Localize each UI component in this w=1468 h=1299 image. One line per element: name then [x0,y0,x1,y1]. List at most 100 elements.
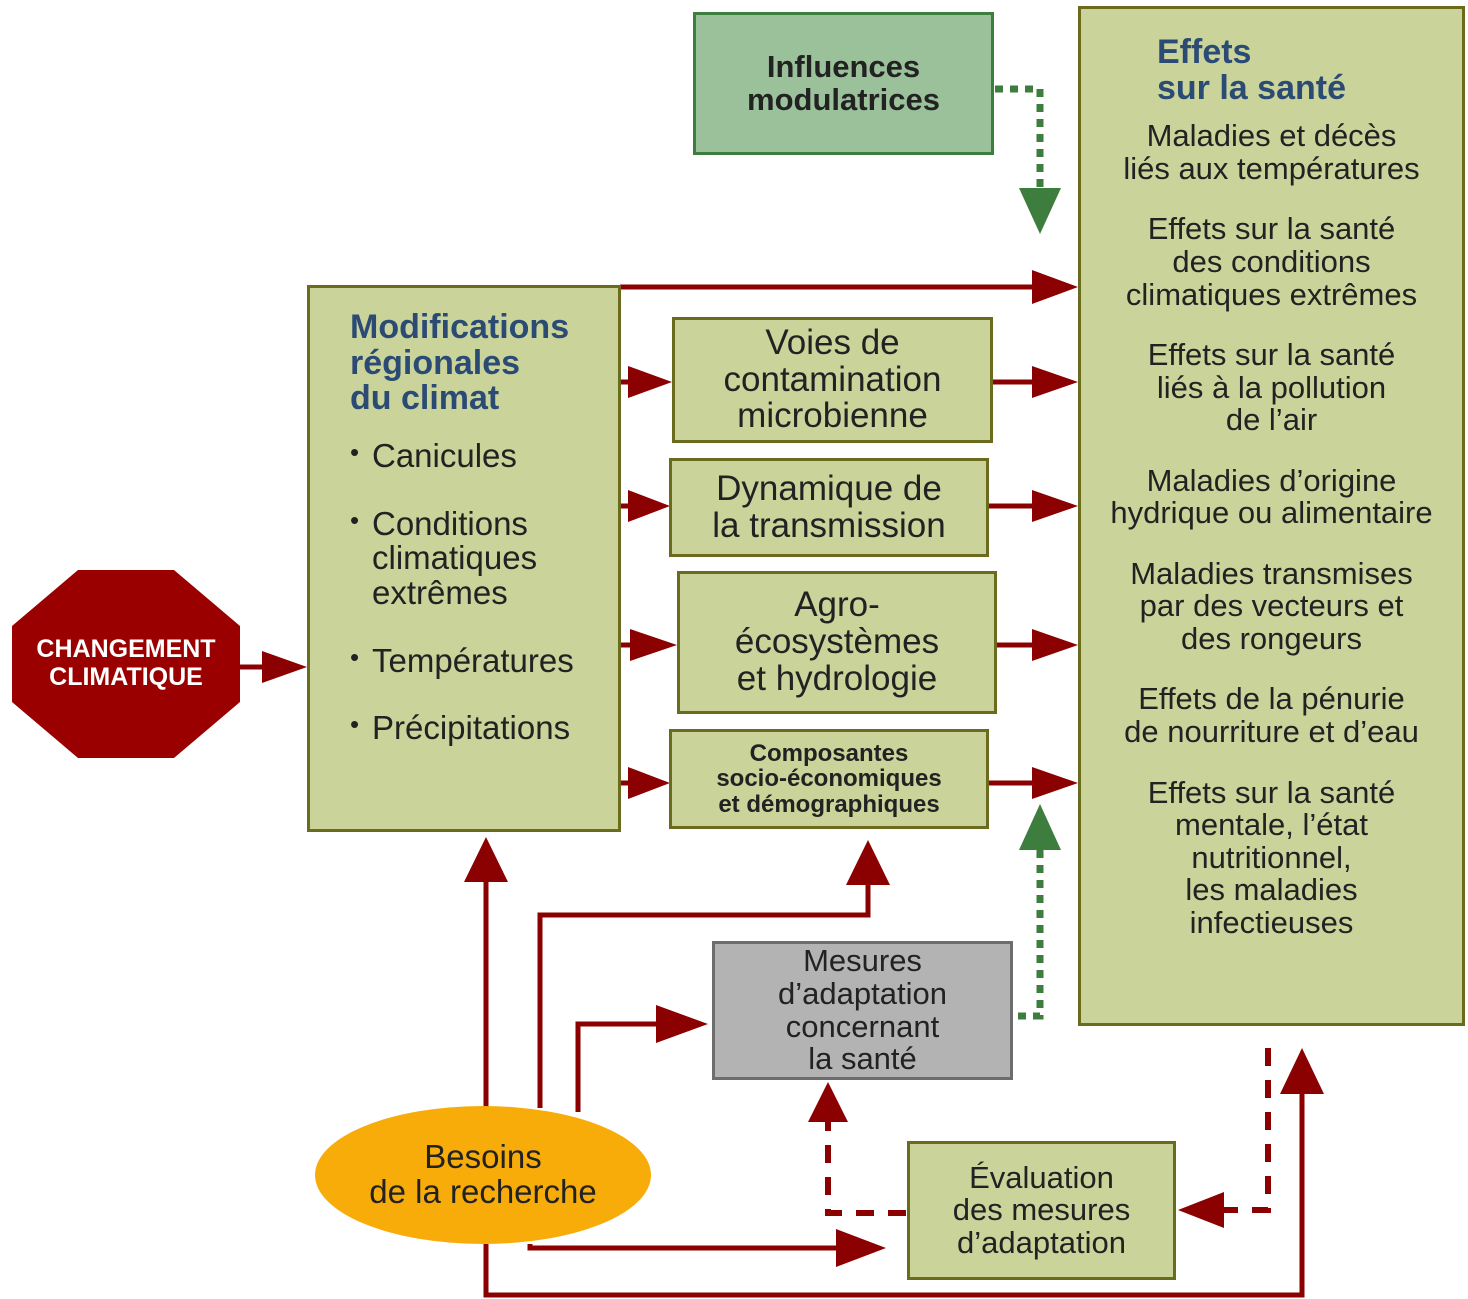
regional-climate-box: Modifications régionales du climat Canic… [307,285,621,832]
dashed-arrowhead-mesures [808,1082,848,1122]
effet-line: mentale, l’état [1175,807,1368,843]
arrow-regional-to-dynamique [628,490,670,522]
effets-title-line: sur la santé [1157,68,1346,107]
effets-title: Effets sur la santé [1157,33,1346,107]
dynamique-transmission-box: Dynamique de la transmission [669,458,989,557]
effet-line: des rongeurs [1181,620,1362,656]
evaluation-line: Évaluation [969,1159,1114,1195]
effet-line: liés aux températures [1123,150,1420,186]
effet-item: Maladies transmises par des vecteurs et … [1110,555,1432,656]
effets-title-line: Effets [1157,33,1252,71]
bullet-temperatures: Températures [350,641,574,679]
mesures-adaptation-box: Mesures d’adaptation concernant la santé [712,941,1013,1080]
influences-box: Influences modulatrices [693,12,994,155]
besoins-line: de la recherche [369,1173,597,1210]
dynamique-line: la transmission [712,505,946,545]
effet-line: liés à la pollution [1156,369,1387,405]
effet-line: Maladies d’origine [1146,462,1397,498]
evaluation-line: des mesures [952,1192,1131,1228]
evaluation-line: d’adaptation [957,1224,1126,1260]
effet-line: par des vecteurs et [1139,588,1404,624]
arrow-dynamique-to-effets [1032,490,1078,522]
green-arrowhead-down [1019,188,1061,234]
changement-climatique-label: CHANGEMENT CLIMATIQUE [12,635,240,691]
effet-line: hydrique ou alimentaire [1110,495,1433,531]
effet-line: Effets sur la santé [1147,337,1396,373]
effet-line: Effets sur la santé [1147,774,1396,810]
bullet-conditions: Conditions climatiques extrêmes [350,504,574,611]
arrow-regional-to-agro [630,629,677,661]
composantes-line: et démographiques [718,790,940,818]
effet-item: Effets de la pénurie de nourriture et d’… [1110,683,1432,748]
dashed-arrowhead-evaluation [1178,1192,1224,1228]
agro-ecosystemes-box: Agro- écosystèmes et hydrologie [677,571,997,714]
changement-line: CHANGEMENT [36,635,216,663]
influences-line: Influences [766,48,921,84]
bullet-line: Conditions [372,504,528,542]
arrow-regional-to-voies [628,366,672,398]
regional-title: Modifications régionales du climat [350,308,570,418]
regional-title-line: régionales [350,343,521,382]
dashed-evaluation-to-mesures [825,1120,906,1216]
agro-line: et hydrologie [736,658,938,698]
bullet-line: climatiques [372,539,538,577]
mesures-line: concernant [785,1008,940,1044]
changement-line: CLIMATIQUE [49,662,203,691]
green-arrowhead-up [1019,804,1061,850]
dotted-mesures-to-composantes [1018,850,1044,1020]
agro-line: écosystèmes [734,622,940,662]
besoins-line: Besoins [424,1138,542,1176]
stop-sign-icon [12,570,240,758]
voies-line: Voies de [765,322,900,362]
arrow-agro-to-effets [1032,629,1078,661]
voies-line: microbienne [737,396,928,436]
effet-line: Effets sur la santé [1147,211,1396,247]
composantes-box: Composantes socio-économiques et démogra… [669,729,989,829]
arrow-besoins-to-evaluation [527,1244,836,1251]
effet-line: de nourriture et d’eau [1124,714,1419,750]
effet-item: Effets sur la santé mentale, l’état nutr… [1110,774,1432,940]
effet-line: Maladies transmises [1130,555,1413,591]
bullet-line: extrêmes [372,573,508,611]
arrow-besoins-to-composantes [537,885,871,1108]
effets-sante-box: Effets sur la santé Maladies et décès li… [1078,6,1465,1026]
effet-line: de l’air [1225,402,1318,438]
arrow-composantes-to-effets [1032,767,1078,799]
regional-title-line: du climat [350,379,500,418]
bullet-precipitations: Précipitations [350,711,574,746]
effet-line: nutritionnel, [1191,839,1352,875]
arrow-besoins-to-mesures [575,1021,656,1112]
effet-item: Effets sur la santé des conditions clima… [1110,213,1432,311]
effet-line: climatiques extrêmes [1125,276,1418,312]
mesures-line: Mesures [803,943,922,979]
dashed-effets-to-evaluation [1224,1048,1271,1213]
arrow-voies-to-effets [1032,366,1078,398]
effet-line: Maladies et décès [1146,118,1397,154]
effet-item: Maladies et décès liés aux températures [1110,120,1432,185]
evaluation-box: Évaluation des mesures d’adaptation [907,1141,1176,1280]
arrowhead [262,651,307,683]
mesures-line: d’adaptation [778,975,947,1011]
voies-line: contamination [723,359,942,399]
mesures-line: la santé [808,1041,917,1077]
bullet-line: Canicules [372,437,517,475]
agro-line: Agro- [794,585,880,625]
effet-item: Effets sur la santé liés à la pollution … [1110,339,1432,437]
regional-title-line: Modifications [350,308,570,346]
bullet-line: Températures [372,641,574,679]
influences-line: modulatrices [747,81,940,117]
bullet-line: Précipitations [372,709,571,747]
regional-bullet-list: Canicules Conditions climatiques extrême… [350,437,574,779]
effet-line: les maladies [1185,872,1358,908]
arrow-besoins-to-effets-loop [483,1094,1305,1298]
composantes-line: socio-économiques [716,765,942,793]
besoins-recherche-ellipse: Besoins de la recherche [315,1106,651,1244]
effet-item: Maladies d’origine hydrique ou alimentai… [1110,462,1433,531]
effets-list: Maladies et décès liés aux températures … [1110,120,1432,967]
effet-line: Effets de la pénurie [1138,681,1405,717]
composantes-line: Composantes [749,740,909,768]
dotted-influences-to-effets [995,85,1044,188]
bullet-canicules: Canicules [350,437,574,475]
voies-contamination-box: Voies de contamination microbienne [672,317,993,443]
arrow-regional-to-composantes [628,767,670,799]
